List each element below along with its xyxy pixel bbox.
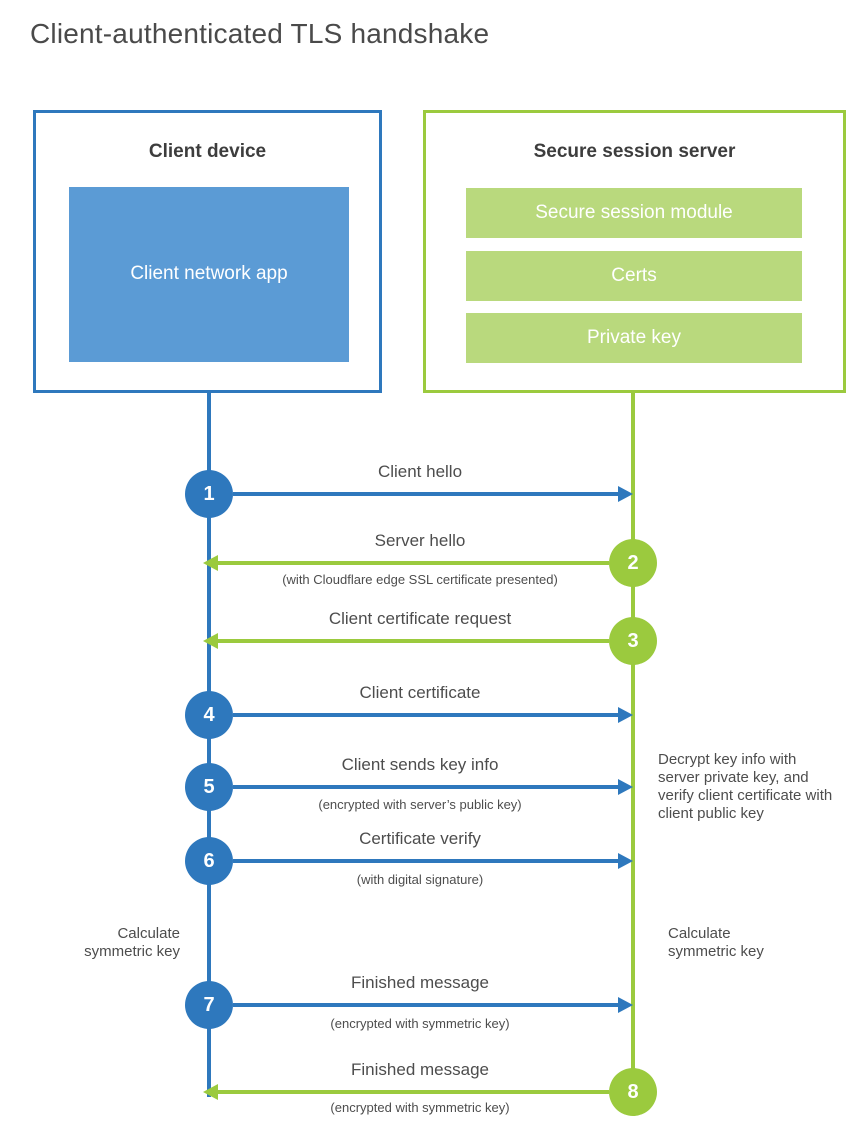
step-6-sublabel: (with digital signature) xyxy=(356,872,484,887)
server-module-label: Certs xyxy=(611,265,657,286)
step-7-arrowhead-icon xyxy=(618,997,633,1013)
client-network-app-rect: Client network app xyxy=(69,187,349,362)
step-8-sublabel: (encrypted with symmetric key) xyxy=(330,1100,510,1115)
step-6-marker: 6 xyxy=(185,837,233,885)
step-3-arrow-line xyxy=(218,639,609,643)
step-7-label: Finished message xyxy=(351,973,489,992)
step-2-arrow-line xyxy=(218,561,609,565)
step-8-arrow-line xyxy=(218,1090,609,1094)
step-5-marker: 5 xyxy=(185,763,233,811)
server-module-bar: Private key xyxy=(466,313,802,363)
client-network-app-label: Client network app xyxy=(130,263,288,285)
step-2-sublabel: (with Cloudflare edge SSL certificate pr… xyxy=(282,572,558,587)
step-2-label: Server hello xyxy=(374,531,466,550)
step-2-arrowhead-icon xyxy=(203,555,218,571)
step-4-arrowhead-icon xyxy=(618,707,633,723)
step-7-sublabel: (encrypted with symmetric key) xyxy=(330,1016,510,1031)
step-4-arrow-line xyxy=(233,713,619,717)
server-module-label: Private key xyxy=(587,327,681,348)
server-module-bar: Secure session module xyxy=(466,188,802,238)
step-1-arrowhead-icon xyxy=(618,486,633,502)
step-7-arrow-line xyxy=(233,1003,619,1007)
step-8-arrowhead-icon xyxy=(203,1084,218,1100)
client-device-heading: Client device xyxy=(148,141,267,162)
step-6-label: Certificate verify xyxy=(359,829,481,848)
step-8-label: Finished message xyxy=(351,1060,489,1079)
calculate-symmetric-key-note-client: Calculate symmetric key xyxy=(84,925,180,960)
secure-session-server-box: Secure session server Secure session mod… xyxy=(423,110,846,393)
step-6-arrow-line xyxy=(233,859,619,863)
step-6-arrowhead-icon xyxy=(618,853,633,869)
step-3-arrowhead-icon xyxy=(203,633,218,649)
step-1-arrow-line xyxy=(233,492,619,496)
step-7-marker: 7 xyxy=(185,981,233,1029)
step-5-label: Client sends key info xyxy=(341,755,499,774)
secure-session-server-heading: Secure session server xyxy=(533,141,736,162)
step-5-arrowhead-icon xyxy=(618,779,633,795)
client-device-box: Client device Client network app xyxy=(33,110,382,393)
step-1-label: Client hello xyxy=(377,462,463,481)
step-5-arrow-line xyxy=(233,785,619,789)
step-4-marker: 4 xyxy=(185,691,233,739)
client-lifeline xyxy=(207,390,211,1097)
server-module-label: Secure session module xyxy=(535,202,733,223)
step-4-label: Client certificate xyxy=(359,683,481,702)
step-2-marker: 2 xyxy=(609,539,657,587)
server-module-bar: Certs xyxy=(466,251,802,301)
decrypt-key-note: Decrypt key info with server private key… xyxy=(658,751,833,822)
page-title: Client-authenticated TLS handshake xyxy=(30,18,490,49)
step-8-marker: 8 xyxy=(609,1068,657,1116)
step-5-sublabel: (encrypted with server’s public key) xyxy=(318,797,522,812)
calculate-symmetric-key-note-server: Calculate symmetric key xyxy=(668,925,764,960)
step-1-marker: 1 xyxy=(185,470,233,518)
step-3-label: Client certificate request xyxy=(328,609,512,628)
server-lifeline xyxy=(631,390,635,1092)
step-3-marker: 3 xyxy=(609,617,657,665)
